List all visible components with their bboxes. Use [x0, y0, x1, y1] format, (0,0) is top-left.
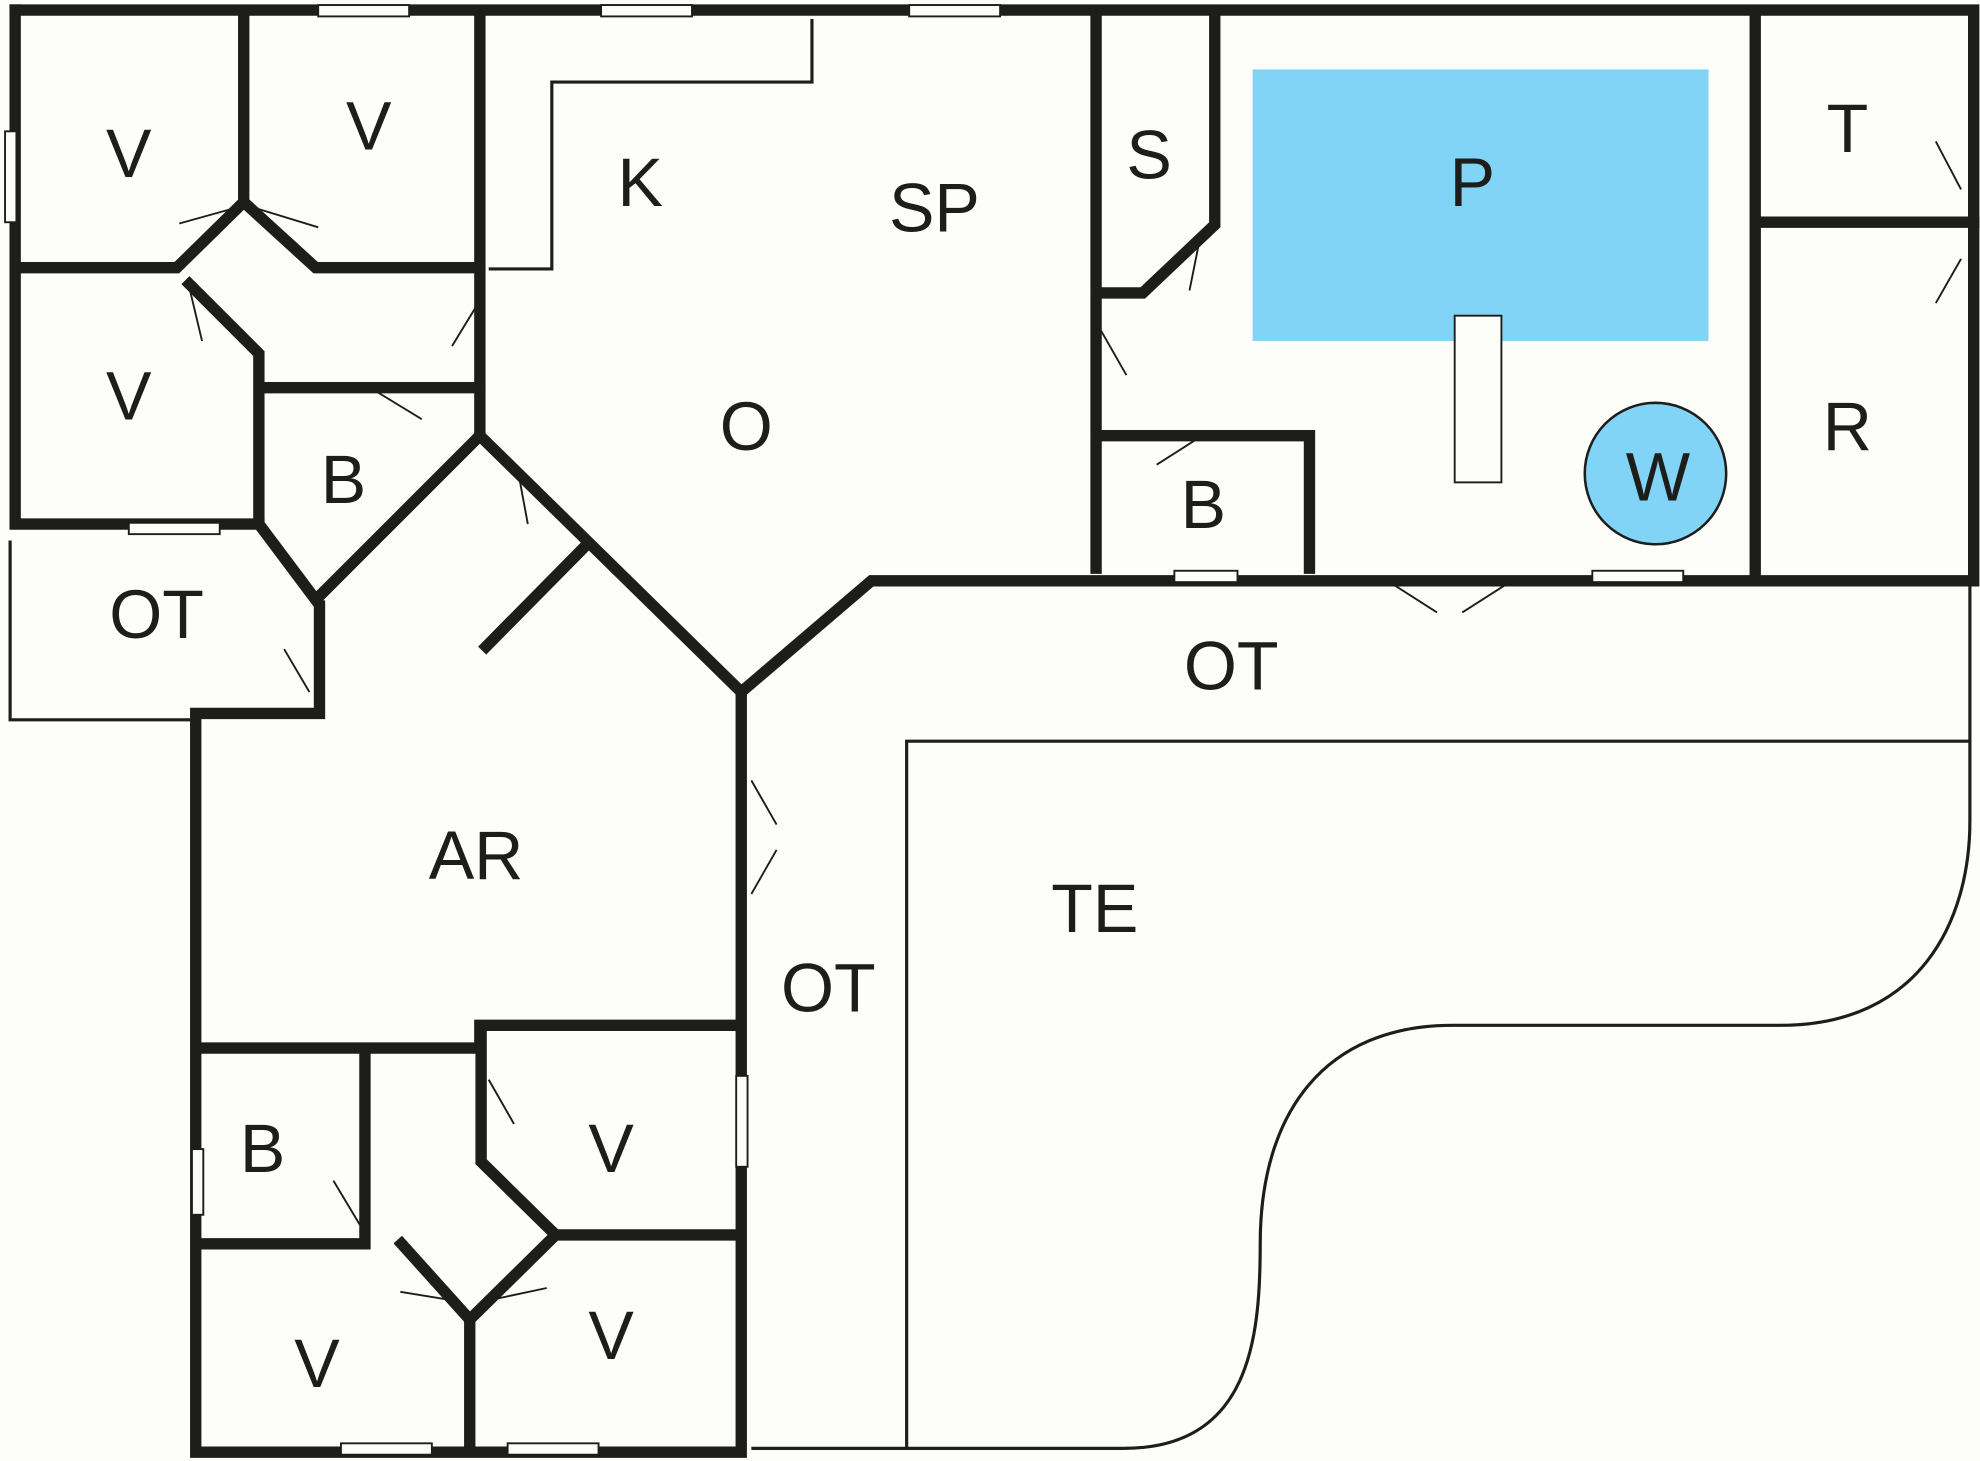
room-label-te: TE	[1051, 871, 1138, 947]
room-label-t: T	[1827, 91, 1869, 167]
room-label-ot: OT	[1184, 629, 1279, 705]
room-label-s: S	[1126, 117, 1171, 193]
room-label-v: V	[294, 1326, 340, 1402]
pool	[1252, 69, 1709, 341]
room-label-o: O	[720, 389, 773, 465]
room-label-b: B	[240, 1111, 285, 1187]
room-label-v: V	[588, 1111, 634, 1187]
room-label-ot: OT	[781, 951, 876, 1027]
room-label-w: W	[1626, 439, 1691, 515]
room-label-v: V	[346, 88, 392, 164]
terrace-outlines	[8, 18, 1972, 1450]
room-label-b: B	[321, 442, 366, 518]
room-label-v: V	[106, 359, 152, 435]
room-label-b: B	[1181, 467, 1226, 543]
room-label-v: V	[106, 116, 152, 192]
doors	[179, 140, 1962, 1302]
room-label-ot: OT	[109, 577, 204, 653]
room-label-r: R	[1823, 389, 1872, 465]
room-label-v: V	[588, 1298, 634, 1374]
room-label-sp: SP	[889, 170, 980, 246]
pool-ladder	[1453, 314, 1503, 484]
room-label-k: K	[617, 145, 662, 221]
whirlpool	[1583, 401, 1728, 546]
room-label-p: P	[1450, 145, 1495, 221]
windows	[4, 4, 1685, 1456]
walls	[9, 4, 1980, 1458]
room-label-ar: AR	[429, 818, 524, 894]
